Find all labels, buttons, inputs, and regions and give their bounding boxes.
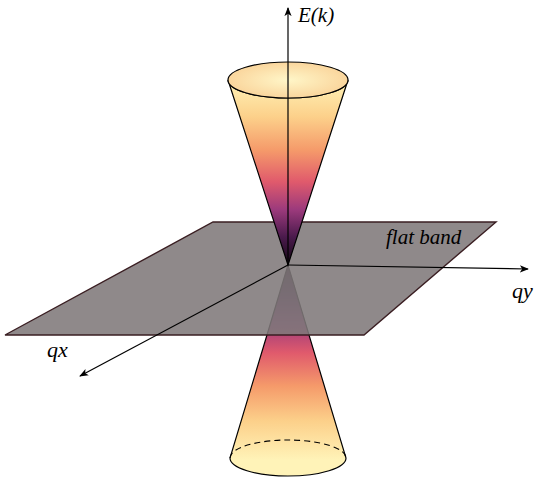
axis-label: qx (47, 339, 68, 361)
flat-band-plane (5, 222, 496, 335)
energy-axis (287, 8, 288, 265)
axis-label: qy (512, 280, 533, 302)
qx-axis (80, 265, 288, 376)
axis-label: E(k) (298, 5, 334, 26)
band-label: flat band (386, 227, 461, 248)
lower-cone-back-rim (230, 440, 346, 458)
qy-axis (288, 265, 528, 269)
